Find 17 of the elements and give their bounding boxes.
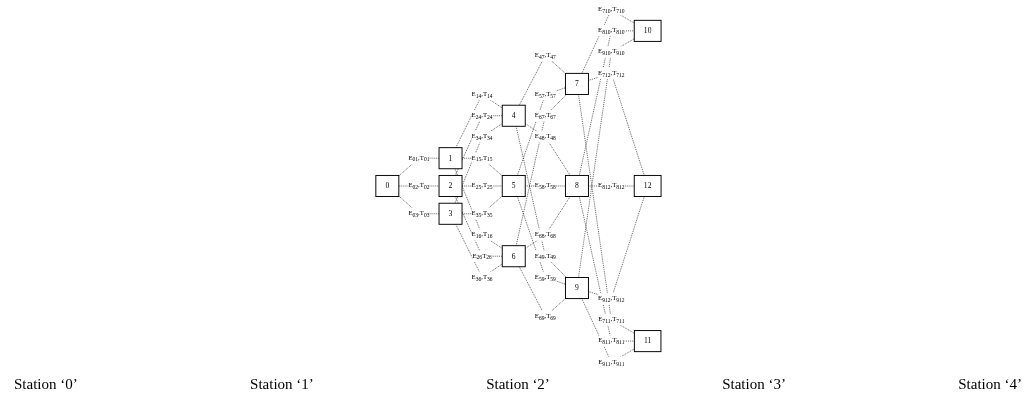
connector [398, 157, 439, 177]
station-label: Station ‘1’ [250, 376, 314, 393]
connector [524, 196, 570, 249]
station-label: Station ‘4’ [958, 376, 1022, 393]
connector [516, 196, 566, 285]
connector [578, 30, 635, 176]
station-label: Station ‘3’ [722, 376, 786, 393]
connector [524, 123, 570, 176]
station-label: Station ‘2’ [486, 376, 550, 393]
connector [516, 87, 566, 176]
connector [461, 195, 503, 215]
connector [454, 115, 503, 176]
connector [461, 157, 503, 177]
connector [454, 196, 503, 257]
station-label: Station ‘0’ [14, 376, 78, 393]
connector [578, 196, 635, 342]
connector [398, 195, 439, 215]
